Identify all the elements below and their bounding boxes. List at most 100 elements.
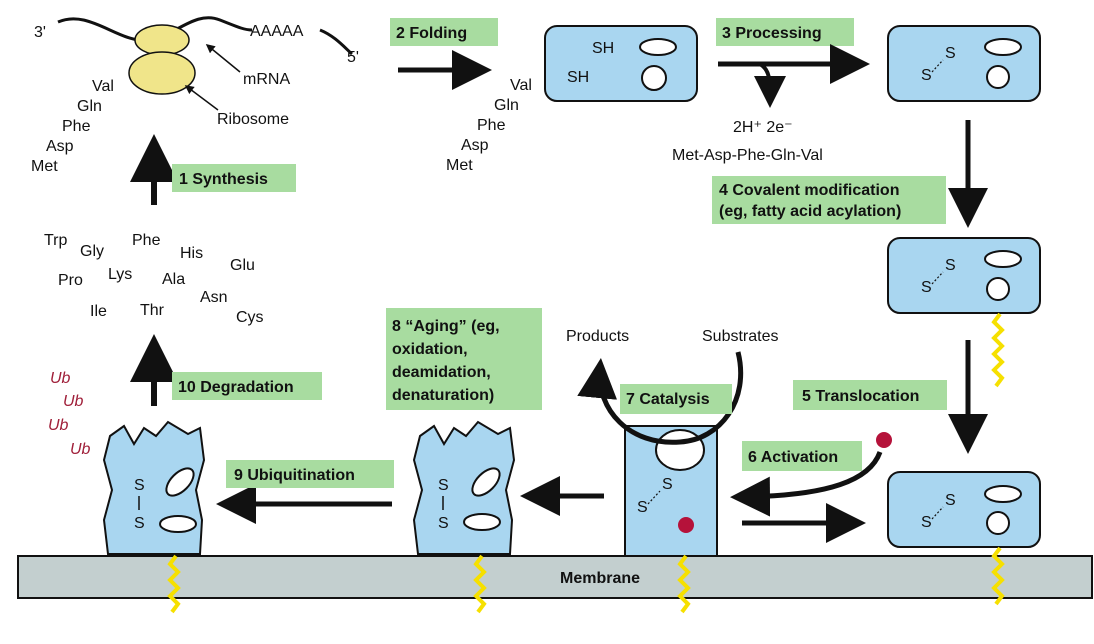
- chain2-residue: Val: [510, 77, 532, 94]
- damaged-pocket: [165, 467, 195, 497]
- fatty-acid-anchor: [167, 554, 181, 614]
- step-6-box: [742, 441, 862, 471]
- amino-acid: Lys: [108, 266, 132, 283]
- membrane-label: Membrane: [560, 570, 640, 587]
- ubiquitinated-protein: [102, 420, 206, 555]
- amino-acid: Cys: [236, 309, 264, 326]
- damaged-pocket: [471, 467, 501, 497]
- amino-acid: Asn: [200, 289, 228, 306]
- step-6-label: 6 Activation: [748, 449, 838, 466]
- disulfide-s: S: [637, 499, 648, 516]
- amino-acid: His: [180, 245, 203, 262]
- disulfide-bond: [931, 271, 944, 285]
- folded-protein: [544, 25, 698, 102]
- step-4-label-line1: 4 Covalent modification: [719, 182, 899, 199]
- processed-protein: [887, 25, 1041, 102]
- activator-ligand: [876, 432, 892, 448]
- aged-protein: [412, 420, 516, 555]
- membrane: [17, 555, 1093, 599]
- step-3-box: [716, 18, 854, 46]
- step-1-label: 1 Synthesis: [179, 171, 268, 188]
- disulfide-s: S: [945, 257, 956, 274]
- processing-byproduct-arrow: [753, 62, 786, 108]
- protein-round-pocket: [986, 65, 1010, 89]
- fatty-acid-anchor: [991, 312, 1005, 388]
- step-8-label-line1: 8 “Aging” (eg,: [392, 318, 500, 335]
- disulfide-s: S: [134, 515, 145, 532]
- protein-round-pocket: [986, 277, 1010, 301]
- mrna-5prime: 5': [347, 49, 359, 66]
- bound-activator: [678, 517, 694, 533]
- disulfide-s: S: [921, 514, 932, 531]
- amino-acid: Ala: [162, 271, 185, 288]
- step-8-label-line2: oxidation,: [392, 341, 468, 358]
- chain1-residue: Val: [92, 78, 114, 95]
- disulfide-s: S: [438, 515, 449, 532]
- disulfide-s: S: [921, 279, 932, 296]
- amino-acid: Glu: [230, 257, 255, 274]
- step-5-box: [793, 380, 947, 410]
- damaged-pocket: [159, 515, 197, 533]
- chain2-residue: Phe: [477, 117, 506, 134]
- ub-tag: Ub: [48, 417, 69, 434]
- protein-round-pocket: [641, 65, 667, 91]
- step-8-label-line3: deamidation,: [392, 364, 491, 381]
- protein-oval-pocket: [639, 38, 677, 56]
- step-8-label-line4: denaturation): [392, 387, 494, 404]
- ribosome-small-subunit: [134, 24, 190, 56]
- ub-tag: Ub: [70, 441, 91, 458]
- step-10-label: 10 Degradation: [178, 379, 294, 396]
- amino-acid: Trp: [44, 232, 68, 249]
- processing-peptide: Met-Asp-Phe-Gln-Val: [672, 147, 823, 164]
- ub-tag: Ub: [50, 370, 71, 387]
- fatty-acid-anchor: [677, 554, 691, 614]
- amino-acid: Phe: [132, 232, 161, 249]
- active-site-pocket: [655, 429, 705, 471]
- mrna-3prime: 3': [34, 24, 46, 41]
- step-3-label: 3 Processing: [722, 25, 822, 42]
- step-7-box: [620, 384, 732, 414]
- chain1-residue: Gln: [77, 98, 102, 115]
- chain1-residue: Asp: [46, 138, 74, 155]
- acylated-protein: [887, 237, 1041, 314]
- step-2-label: 2 Folding: [396, 25, 467, 42]
- damaged-pocket: [463, 513, 501, 531]
- step-8-box: [386, 308, 542, 410]
- disulfide-s: S: [134, 477, 145, 494]
- step-4-label-line2: (eg, fatty acid acylation): [719, 203, 901, 220]
- disulfide-bond: [647, 490, 661, 505]
- catalysis-cycle-arrow: [577, 351, 744, 445]
- disulfide-s: S: [945, 492, 956, 509]
- sh-group: SH: [567, 69, 589, 86]
- chain1-residue: Phe: [62, 118, 91, 135]
- catalysis-products: Products: [566, 328, 629, 345]
- chain1-residue: Met: [31, 158, 58, 175]
- disulfide-s: S: [438, 477, 449, 494]
- fatty-acid-anchor: [991, 546, 1005, 606]
- processing-electrons: 2H⁺ 2e⁻: [733, 119, 793, 136]
- protein-oval-pocket: [984, 485, 1022, 503]
- mrna-label: mRNA: [243, 71, 290, 88]
- chain2-residue: Asp: [461, 137, 489, 154]
- step-2-box: [390, 18, 498, 46]
- ribosome-pointer-arrow: [184, 85, 219, 111]
- protein-oval-pocket: [984, 38, 1022, 56]
- step-5-label: 5 Translocation: [802, 388, 919, 405]
- chain2-residue: Met: [446, 157, 473, 174]
- chain2-residue: Gln: [494, 97, 519, 114]
- anchored-protein: [887, 471, 1041, 548]
- amino-acid: Thr: [140, 302, 165, 319]
- fatty-acid-anchor: [473, 554, 487, 614]
- activation-arrow: [730, 451, 883, 517]
- mrna-tail: [319, 28, 353, 56]
- disulfide-s: S: [945, 45, 956, 62]
- step-7-label: 7 Catalysis: [626, 391, 710, 408]
- step-9-label: 9 Ubiquitination: [234, 467, 355, 484]
- mrna-polyA: AAAAA: [250, 23, 304, 40]
- ribosome-large-subunit: [128, 51, 196, 95]
- catalysis-substrates: Substrates: [702, 328, 778, 345]
- sh-group: SH: [592, 40, 614, 57]
- ribosome-label: Ribosome: [217, 111, 289, 128]
